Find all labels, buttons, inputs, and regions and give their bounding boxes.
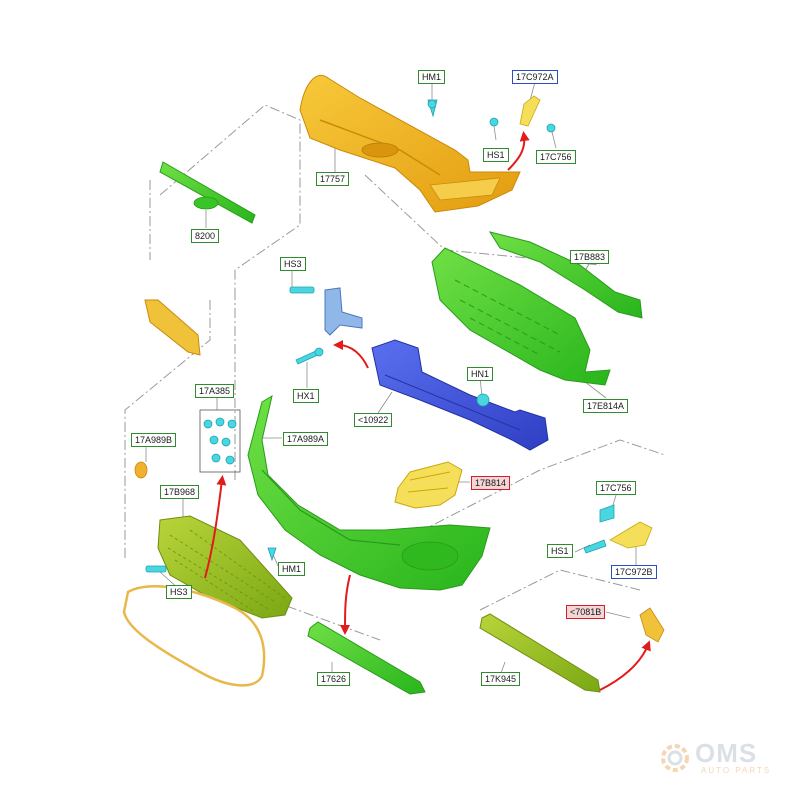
label-17b968: 17B968 (160, 485, 200, 499)
label-hx1: HX1 (293, 389, 319, 403)
label-hs1-top: HS1 (483, 148, 509, 162)
label-10922: <10922 (354, 413, 393, 427)
assembly-arrows (204, 131, 651, 691)
label-17k945: 17K945 (481, 672, 521, 686)
bumper-support-frame-part (431, 247, 611, 386)
label-17a989b: 17A989B (131, 433, 177, 447)
hx1-bolt-part (295, 347, 324, 365)
watermark-brand: OMS (695, 738, 758, 768)
hs3-bottom-screw-part (145, 565, 167, 573)
label-17626: 17626 (317, 672, 351, 686)
label-17c756-right: 17C756 (596, 481, 636, 495)
label-17757: 17757 (316, 172, 350, 186)
label-17e814a: 17E814A (583, 399, 629, 413)
arrow-upper-bracket (507, 131, 530, 171)
clips-set-part (199, 409, 241, 473)
label-7081b: <7081B (566, 605, 606, 619)
label-17c972b: 17C972B (611, 565, 657, 579)
label-hm1-top: HM1 (418, 70, 446, 84)
label-hs1-right: HS1 (547, 544, 573, 558)
label-17a385: 17A385 (195, 384, 235, 398)
lower-bumper-cover-part (247, 394, 491, 591)
label-17b883: 17B883 (570, 250, 610, 264)
small-clip-part (134, 461, 148, 479)
gear-icon (661, 744, 689, 772)
arrow-lower-strip (340, 574, 351, 635)
label-17c756-top: 17C756 (536, 150, 576, 164)
lower-strip-part (307, 621, 426, 695)
label-hn1: HN1 (467, 367, 494, 381)
label-17b814: 17B814 (471, 476, 511, 490)
side-bracket-7081b-part (639, 607, 665, 643)
left-side-bracket-part (144, 299, 201, 356)
label-hs3-bottom: HS3 (166, 585, 192, 599)
label-17c972a: 17C972A (512, 70, 558, 84)
grille-gasket-part (122, 585, 266, 687)
label-hs3-top: HS3 (280, 257, 306, 271)
skid-plate-strip-part (479, 613, 601, 693)
hm1-top-screw-part (427, 99, 438, 118)
arrow-side-bracket (599, 640, 651, 691)
label-17a989a: 17A989A (283, 432, 329, 446)
hn1-nut-part (476, 393, 490, 407)
lower-right-bracket-part (583, 504, 653, 554)
label-8200: 8200 (191, 229, 220, 243)
upper-right-bracket-part (489, 95, 556, 133)
hs3-bracket-part (289, 286, 363, 336)
watermark-subtitle: AUTO PARTS (701, 766, 772, 775)
center-bracket-part (394, 461, 463, 509)
reinforcement-beam-part (371, 339, 549, 451)
oms-watermark-logo: OMS AUTO PARTS (655, 736, 790, 780)
hm1-bottom-screw-part (267, 547, 277, 562)
label-hm1-bottom: HM1 (278, 562, 306, 576)
upper-bumper-cover-part (299, 74, 521, 213)
upper-trim-strip-part (488, 231, 643, 319)
arrow-lower-grille (204, 475, 227, 579)
arrow-hx1 (333, 340, 369, 369)
grille-bar-part (159, 161, 256, 224)
